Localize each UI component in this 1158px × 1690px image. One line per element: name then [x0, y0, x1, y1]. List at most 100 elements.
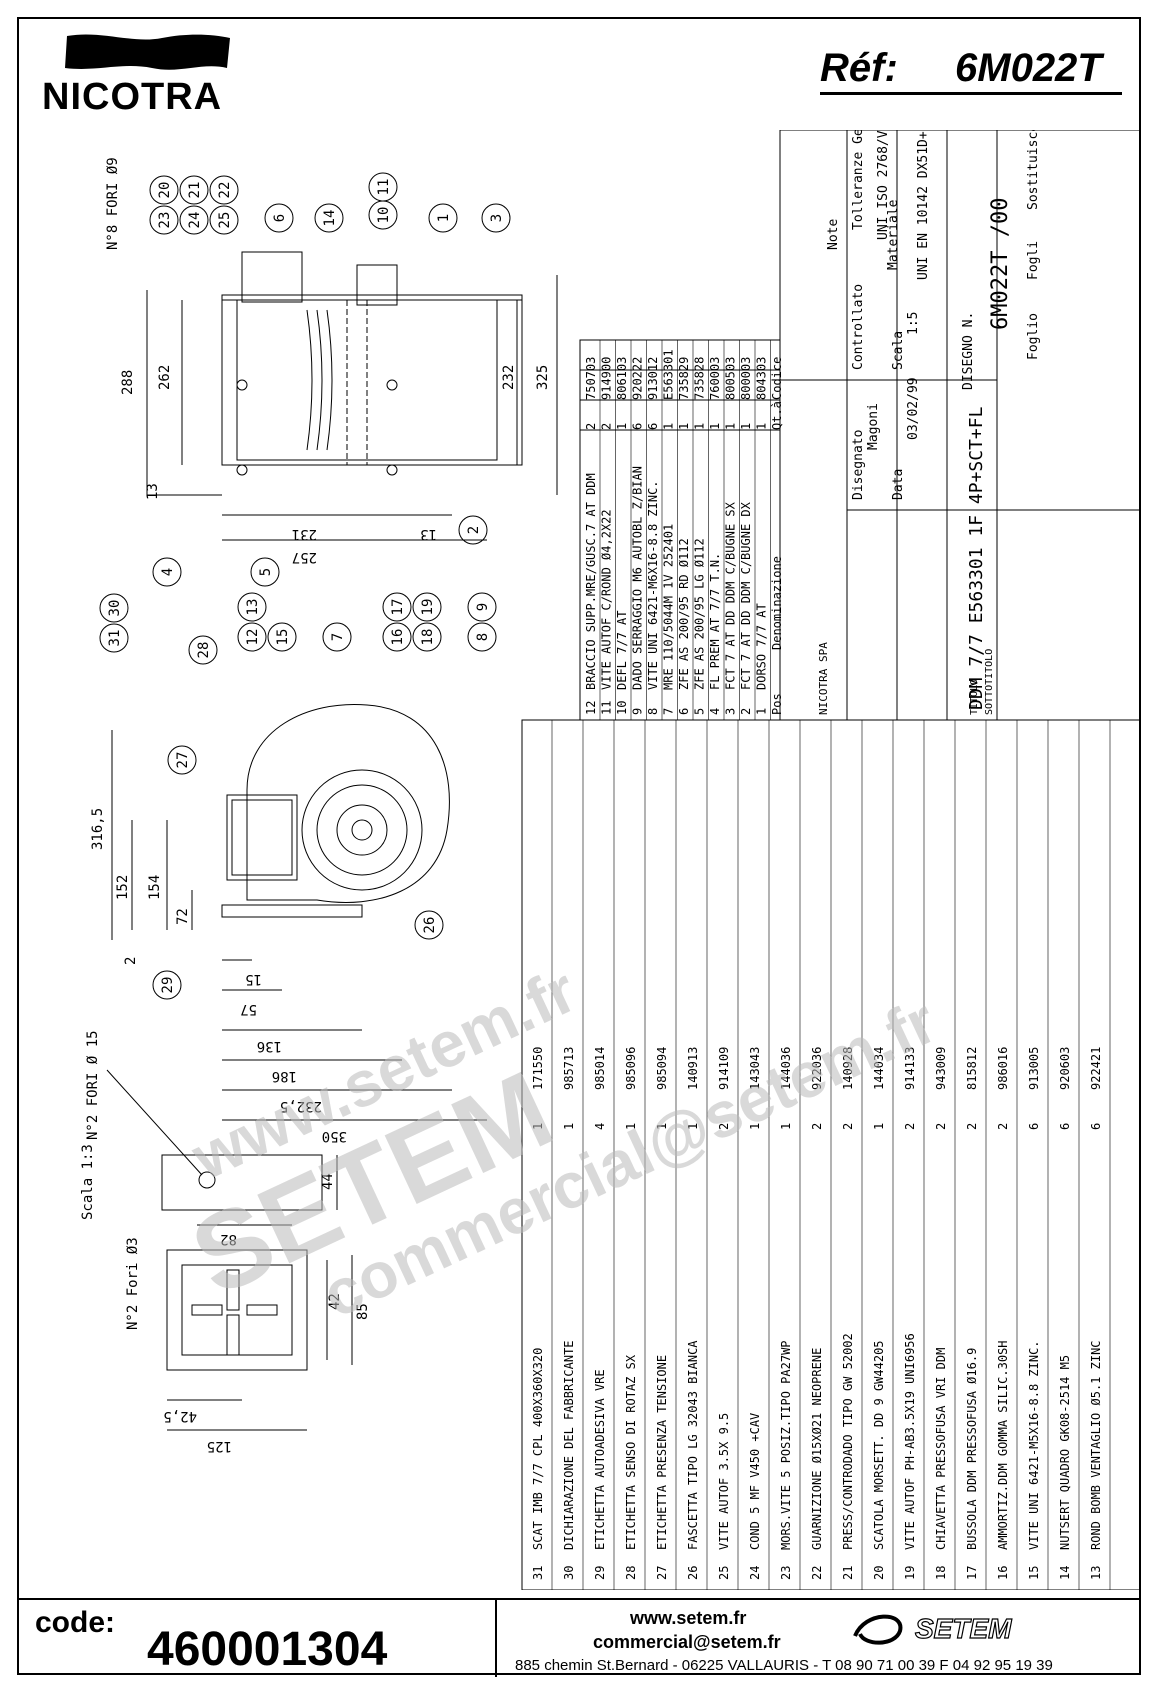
- lower-row-pos: 28: [624, 1566, 638, 1580]
- balloon: 3: [481, 203, 511, 233]
- dim-232: 232: [501, 365, 517, 390]
- titolo-label: TITOLO: [969, 679, 980, 715]
- balloon: 14: [314, 203, 344, 233]
- note-holes-8: N°8 FORI Ø9: [105, 157, 121, 250]
- upper-row-desc: DORSO 7/7 AT: [755, 603, 769, 690]
- upper-row-pos: 11: [600, 701, 614, 715]
- dim-154: 154: [147, 875, 163, 900]
- lower-row-qty: 2: [903, 1123, 917, 1130]
- dim-152: 152: [115, 875, 131, 900]
- detail-labels: N°2 FORI Ø 15 Scala 1:3 44 82 85 42 42,5…: [80, 1030, 371, 1454]
- materiale-label: Materiale: [886, 199, 901, 270]
- lower-row-pos: 19: [903, 1566, 917, 1580]
- upper-row-code: 804303: [755, 357, 769, 400]
- lower-row-desc: AMMORTIZ.DDM GOMMA SILIC.30SH: [996, 1340, 1010, 1550]
- upper-row-code: E563301: [662, 349, 676, 400]
- side-dimension-labels: 316,5 152 154 72 2 15 57 136 186 232,5 3…: [90, 808, 347, 1144]
- ref-underline: [820, 92, 1122, 95]
- upper-row-code: 735829: [677, 357, 691, 400]
- upper-row-pos: 5: [693, 708, 707, 715]
- dim-262: 262: [157, 365, 173, 390]
- svg-text:2: 2: [466, 526, 482, 534]
- balloon: 4: [152, 557, 182, 587]
- upper-row-code: 750703: [584, 357, 598, 400]
- svg-text:31: 31: [107, 630, 123, 647]
- balloon: 8: [467, 622, 497, 652]
- balloon: 27: [167, 745, 197, 775]
- lower-row-pos: 17: [965, 1566, 979, 1580]
- lower-row-desc: ETICHETTA AUTOADESIVA VRE: [593, 1369, 607, 1550]
- front-view: [146, 251, 558, 541]
- svg-text:24: 24: [187, 212, 203, 229]
- svg-text:27: 27: [175, 752, 191, 769]
- brand-name: NICOTRA: [42, 76, 223, 118]
- upper-row-desc: FCT 7 AT DD DDM C/BUGNE DX: [739, 501, 753, 690]
- code-value: 460001304: [147, 1623, 388, 1676]
- disegnato-value: Magoni: [866, 403, 881, 450]
- foglio-label: Foglio: [1026, 313, 1041, 360]
- lower-row-code: 985094: [655, 1047, 669, 1090]
- upper-row-code: 735828: [693, 357, 707, 400]
- svg-text:14: 14: [322, 210, 338, 227]
- dim-325: 325: [535, 365, 551, 390]
- lower-row-pos: 31: [531, 1566, 545, 1580]
- lower-row-pos: 15: [1027, 1566, 1041, 1580]
- title-block: [779, 130, 1141, 721]
- svg-text:17: 17: [390, 599, 406, 616]
- lower-row-qty: 2: [934, 1123, 948, 1130]
- tolleranze-label: Tolleranze Generali: [851, 130, 866, 230]
- dim-316-5: 316,5: [90, 808, 106, 850]
- upper-row-code: 800503: [724, 357, 738, 400]
- upper-row-desc: DADO SERRAGGIO M6 AUTOBL Z/BIAN: [631, 466, 645, 690]
- balloon: 29: [152, 970, 182, 1000]
- upper-row-desc: VITE UNI 6421-M6X16-8.8 ZINC.: [646, 480, 660, 690]
- side-balloons: 31 30 28 13 12 15 7 17 16 19 18 9 8 27 2…: [99, 592, 497, 1000]
- lower-row-desc: MORS.VITE 5 POSIZ.TIPO PA27WP: [779, 1340, 793, 1550]
- lower-row-pos: 30: [562, 1566, 576, 1580]
- lower-row-code: 144034: [872, 1047, 886, 1090]
- balloon: 25: [209, 205, 239, 235]
- titolo-value: DDM 7/7 E563301 1F 4P+SCT+FL: [966, 406, 987, 710]
- upper-row-qty: 2: [584, 423, 598, 430]
- detail-views: [106, 1069, 353, 1431]
- balloon: 6: [264, 203, 294, 233]
- upper-row-qty: 1: [755, 423, 769, 430]
- setem-swirl-icon: [853, 1614, 903, 1645]
- balloon: 5: [250, 557, 280, 587]
- controllato-label: Controllato: [851, 284, 866, 370]
- lower-row-pos: 16: [996, 1566, 1010, 1580]
- balloon: 20: [149, 175, 179, 205]
- upper-row-desc: MRE 110/5044M 1V 252401: [662, 524, 676, 690]
- lower-row-qty: 4: [593, 1123, 607, 1130]
- lower-row-code: 143043: [748, 1047, 762, 1090]
- upper-row-qty: 1: [693, 423, 707, 430]
- ref-label: Réf:: [820, 46, 898, 90]
- upper-row-qty: 1: [677, 423, 691, 430]
- dim-57: 57: [240, 1001, 257, 1017]
- balloon: 22: [209, 175, 239, 205]
- dim-350: 350: [322, 1128, 347, 1144]
- website-link[interactable]: www.setem.fr: [630, 1608, 747, 1628]
- email-link[interactable]: commercial@setem.fr: [593, 1632, 781, 1652]
- upper-row-desc: ZFE AS 200/95 RD Ø112: [677, 538, 691, 690]
- lower-row-desc: DICHIARAZIONE DEL FABBRICANTE: [562, 1340, 576, 1550]
- lower-row-pos: 26: [686, 1566, 700, 1580]
- svg-text:28: 28: [196, 642, 212, 659]
- balloon: 15: [267, 622, 297, 652]
- address: 885 chemin St.Bernard - 06225 VALLAURIS …: [515, 1657, 1053, 1674]
- nicotra-spa: NICOTRA SPA: [817, 642, 830, 715]
- lower-row-pos: 25: [717, 1566, 731, 1580]
- lower-row-code: 920603: [1058, 1047, 1072, 1090]
- lower-row-pos: 13: [1089, 1566, 1103, 1580]
- lower-row-code: 815812: [965, 1047, 979, 1090]
- front-balloons: 20 23 21 24 22 25 6 14 10 11 1 3 4 5 2: [149, 172, 511, 587]
- lower-row-qty: 1: [872, 1123, 886, 1130]
- front-dimension-labels: 288 262 232 325 13 231 257 13 N°8 FORI Ø…: [105, 157, 551, 565]
- lower-row-desc: VITE AUTOF PH-AB3.5X19 UNI6956: [903, 1333, 917, 1550]
- upper-row-code: 806103: [615, 357, 629, 400]
- balloon: 9: [467, 592, 497, 622]
- upper-row-pos: 4: [708, 708, 722, 715]
- upper-row-desc: FL PREM AT 7/7 T.N.: [708, 553, 722, 690]
- upper-row-code: 800003: [739, 357, 753, 400]
